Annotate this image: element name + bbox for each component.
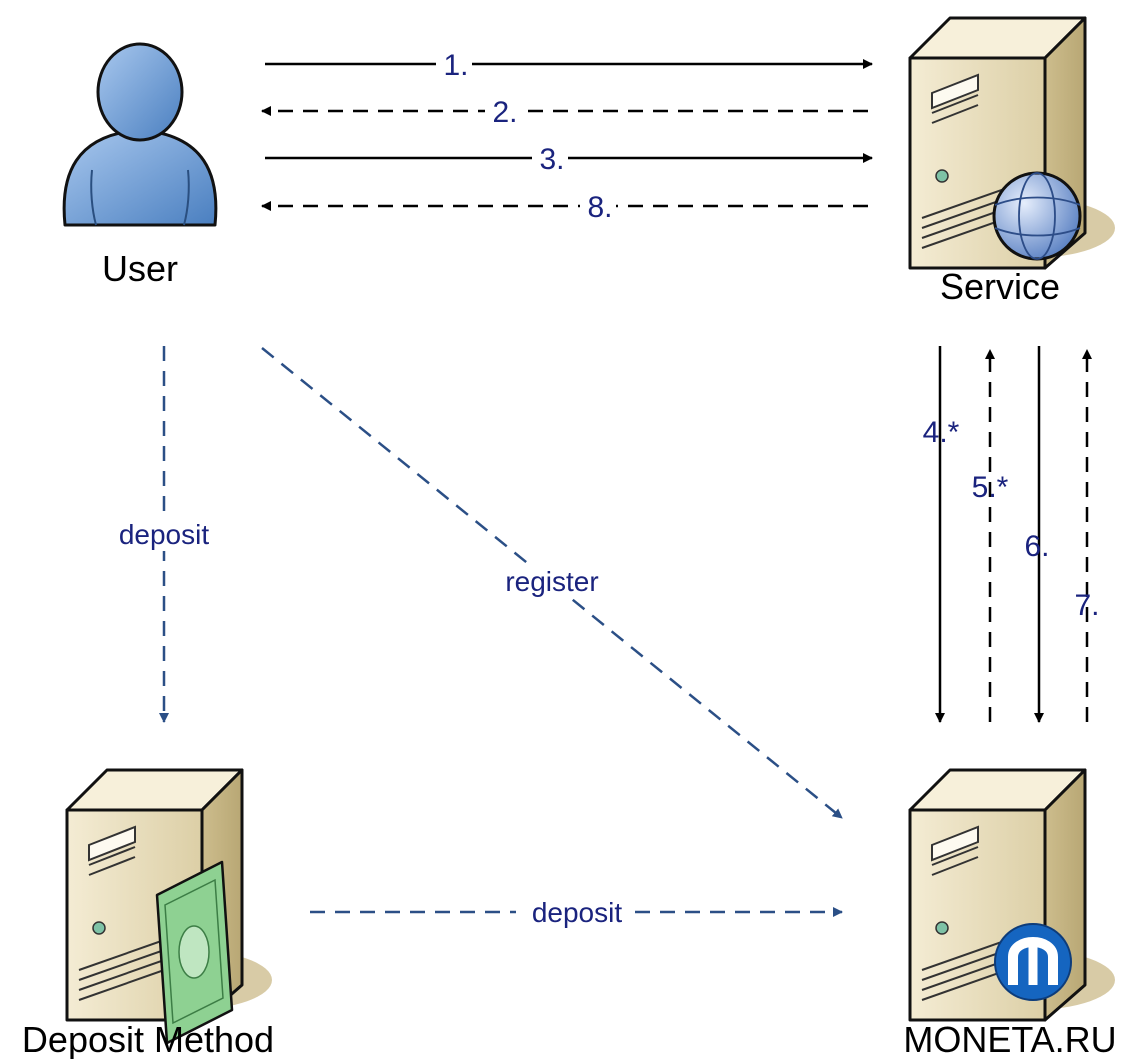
moneta-logo-icon [994, 923, 1072, 1001]
deposit-horizontal-label: deposit [532, 897, 623, 928]
arrow-3-label: 3. [539, 143, 564, 176]
deposit-method-node: Deposit Method [22, 768, 274, 1059]
arrow-register: register [261, 347, 843, 819]
moneta-label: MONETA.RU [903, 1019, 1116, 1059]
arrow-3: 3. [265, 140, 873, 176]
user-node: User [62, 42, 218, 289]
arrow-8: 8. [261, 188, 868, 224]
arrow-2-label: 2. [492, 96, 517, 129]
arrow-2: 2. [261, 93, 868, 129]
arrow-1-label: 1. [443, 49, 468, 82]
arrow-1: 1. [265, 46, 873, 82]
globe-icon [992, 171, 1082, 261]
arrow-7-label: 7. [1074, 589, 1099, 622]
server-moneta-logo-icon [908, 768, 1117, 1022]
server-banknote-icon [65, 768, 274, 1045]
server-globe-icon [908, 16, 1117, 270]
arrow-deposit-vertical: deposit [100, 346, 230, 723]
arrow-6-label: 6. [1024, 530, 1049, 563]
arrow-8-label: 8. [587, 191, 612, 224]
deposit-method-label: Deposit Method [22, 1019, 274, 1059]
deposit-vertical-label: deposit [119, 519, 210, 550]
service-node: Service [908, 16, 1117, 307]
arrow-4-label: 4.* [923, 416, 960, 449]
arrow-7: 7. [1074, 349, 1100, 722]
arrow-6: 6. [1024, 346, 1050, 723]
banknote-icon [155, 860, 234, 1045]
service-label: Service [940, 266, 1060, 307]
arrow-5: 5.* [972, 349, 1009, 722]
arrow-5-label: 5.* [972, 471, 1009, 504]
moneta-node: MONETA.RU [903, 768, 1117, 1059]
user-person-icon [62, 42, 218, 227]
register-label: register [505, 566, 598, 597]
arrow-4: 4.* [923, 346, 960, 723]
user-label: User [102, 248, 178, 289]
arrow-deposit-horizontal: deposit [310, 893, 843, 929]
